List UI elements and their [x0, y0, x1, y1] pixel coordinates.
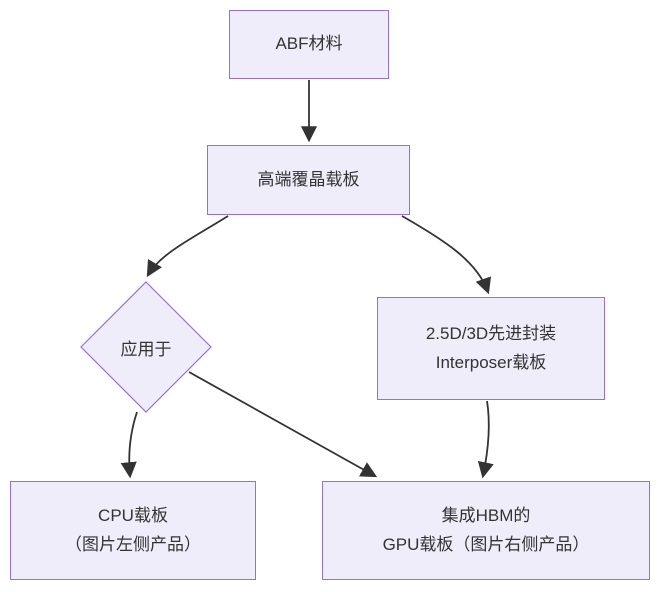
node-interposer-substrate-label: 2.5D/3D先进封装 Interposer载板	[425, 323, 557, 372]
edge-decision-to-cpu	[120, 411, 138, 479]
decision-applied-to-label: 应用于	[120, 339, 172, 359]
node-gpu-substrate: 集成HBM的 GPU载板（图片右侧产品）	[322, 481, 650, 580]
node-flipchip-substrate-label: 高端覆晶载板	[257, 169, 360, 189]
node-gpu-substrate-label: 集成HBM的 GPU载板（图片右侧产品）	[382, 505, 590, 554]
decision-diamond-shape	[80, 281, 212, 413]
node-abf-material: ABF材料	[229, 10, 389, 79]
edge-flipchip-to-interposer	[401, 215, 492, 295]
edge-decision-to-gpu	[188, 371, 378, 478]
edge-flipchip-to-decision	[146, 215, 229, 278]
node-cpu-substrate-label: CPU载板 （图片左侧产品）	[65, 505, 201, 554]
node-interposer-substrate: 2.5D/3D先进封装 Interposer载板	[377, 297, 605, 400]
node-abf-material-label: ABF材料	[275, 34, 343, 54]
edge-interposer-to-gpu	[477, 400, 494, 479]
decision-applied-to: 应用于	[76, 321, 216, 373]
node-cpu-substrate: CPU载板 （图片左侧产品）	[10, 481, 256, 580]
node-flipchip-substrate: 高端覆晶载板	[207, 145, 410, 215]
